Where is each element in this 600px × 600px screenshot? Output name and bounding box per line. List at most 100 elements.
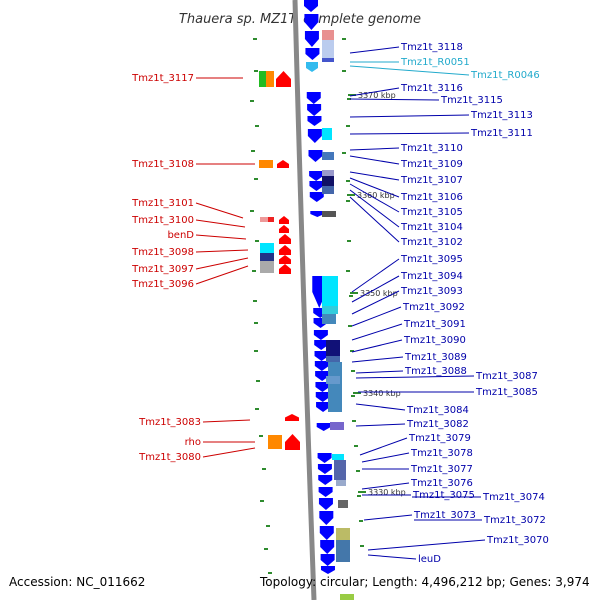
forward-block-green [259,71,267,87]
reverse-gene-label-30: Tmz1t_3075 [412,490,475,501]
forward-leader-line-2 [195,202,244,219]
tick-mark-18 [264,548,268,550]
reverse-gene-label-33: Tmz1t_3072 [483,515,546,526]
reverse-gene-arrow-7 [307,129,322,143]
forward-gene-label-0: Tmz1t_3117 [131,73,194,84]
reverse-leader-line-6 [349,132,470,135]
tick-mark-9 [253,300,257,302]
reverse-block-16 [330,422,344,430]
reverse-leader-line-22 [355,375,475,379]
forward-gene-label-8: Tmz1t_3083 [138,417,201,428]
tick-mark-20 [342,38,346,40]
tick-mark-19 [268,572,272,574]
reverse-gene-arrow-8 [308,150,323,162]
reverse-block-1 [322,40,334,58]
reverse-gene-label-21: Tmz1t_3088 [404,366,467,377]
forward-gene-arrow-3083 [285,414,299,421]
tick-mark-0 [253,38,257,40]
reverse-leader-line-14 [351,258,400,293]
tick-mark-4 [251,150,255,152]
reverse-gene-arrow-0 [304,0,318,12]
forward-gene-arrow-3100 [279,225,289,233]
reverse-leader-line-20 [351,356,404,363]
forward-gene-label-4: benD [167,230,194,241]
reverse-block-15 [326,376,340,384]
reverse-gene-label-10: Tmz1t_3106 [400,192,463,203]
tick-mark-8 [252,270,256,272]
genome-backbone [292,0,317,600]
reverse-leader-line-21 [355,370,404,374]
genome-summary-text: Topology: circular; Length: 4,496,212 bp… [259,575,590,589]
tick-mark-27 [347,240,351,242]
forward-gene-label-9: rho [185,437,201,448]
reverse-leader-line-17 [351,306,402,327]
reverse-block-21 [336,528,350,540]
forward-block-orange-2 [259,160,273,168]
reverse-gene-arrow-16 [313,330,328,340]
tick-mark-39 [360,545,364,547]
tick-mark-11 [254,350,258,352]
reverse-leader-line-18 [351,323,403,341]
forward-gene-arrow-3097 [279,255,291,264]
tick-mark-14 [259,435,263,437]
tick-mark-23 [346,125,350,127]
reverse-gene-label-3: Tmz1t_3116 [400,83,463,94]
reverse-gene-labels: Tmz1t_3118Tmz1t_R0051Tmz1t_R0046Tmz1t_31… [349,42,549,565]
reverse-leader-line-19 [351,339,403,353]
reverse-gene-label-28: Tmz1t_3077 [410,464,473,475]
reverse-block-22 [336,540,350,562]
reverse-gene-label-4: Tmz1t_3115 [440,95,503,106]
reverse-leader-line-32 [363,514,413,521]
map-title: Thauera sp. MZ1T, complete genome [179,12,421,27]
tick-mark-33 [351,395,355,397]
forward-block-navy [260,253,274,261]
reverse-gene-arrow-1 [304,14,319,30]
reverse-leader-line-8 [349,155,400,165]
reverse-gene-label-1: Tmz1t_R0051 [400,57,470,68]
tick-mark-35 [354,445,358,447]
forward-gene-label-3: Tmz1t_3100 [131,215,194,226]
forward-leader-line-8 [202,419,251,423]
reverse-gene-label-22: Tmz1t_3087 [475,371,538,382]
reverse-gene-arrow-29 [318,498,333,510]
reverse-gene-arrow-23 [316,402,331,412]
tick-mark-30 [348,325,352,327]
kbp-mark-4: 3330 kbp [368,488,406,497]
reverse-gene-arrow-4 [306,92,321,104]
reverse-leader-line-0 [349,46,400,54]
reverse-leader-line-4 [349,98,440,101]
reverse-block-10 [322,306,338,314]
reverse-leader-line-34 [367,539,486,551]
reverse-gene-label-8: Tmz1t_3109 [400,159,463,170]
reverse-gene-label-23: Tmz1t_3085 [475,387,538,398]
reverse-block-8 [322,211,336,217]
reverse-leader-line-11 [349,183,400,213]
reverse-block-4 [322,152,334,160]
reverse-gene-label-11: Tmz1t_3105 [400,207,463,218]
reverse-gene-label-32: Tmz1t_3073 [413,510,476,521]
reverse-gene-label-5: Tmz1t_3113 [470,110,533,121]
reverse-gene-arrow-12 [310,211,325,217]
forward-gene-label-5: Tmz1t_3098 [131,247,194,258]
reverse-gene-label-26: Tmz1t_3079 [408,433,471,444]
reverse-gene-label-35: leuD [418,554,441,565]
reverse-gene-arrow-10 [309,181,324,191]
reverse-gene-label-20: Tmz1t_3089 [404,352,467,363]
tick-mark-6 [250,210,254,212]
tick-mark-37 [357,495,361,497]
forward-gene-arrow-3096 [279,264,291,274]
forward-gene-labels: Tmz1t_3117Tmz1t_3108Tmz1t_3101Tmz1t_3100… [131,73,256,463]
reverse-gene-arrow-5 [307,104,322,116]
tick-mark-12 [256,380,260,382]
rna-feature-arrow [306,62,318,72]
forward-leader-line-10 [202,447,256,458]
reverse-gene-arrow-24 [316,423,331,431]
forward-block-cyan [260,243,274,253]
reverse-leader-line-10 [349,177,400,198]
tick-mark-36 [356,470,360,472]
reverse-gene-arrow-30 [319,511,334,525]
reverse-gene-arrow-17 [314,340,329,350]
tick-mark-21 [342,70,346,72]
